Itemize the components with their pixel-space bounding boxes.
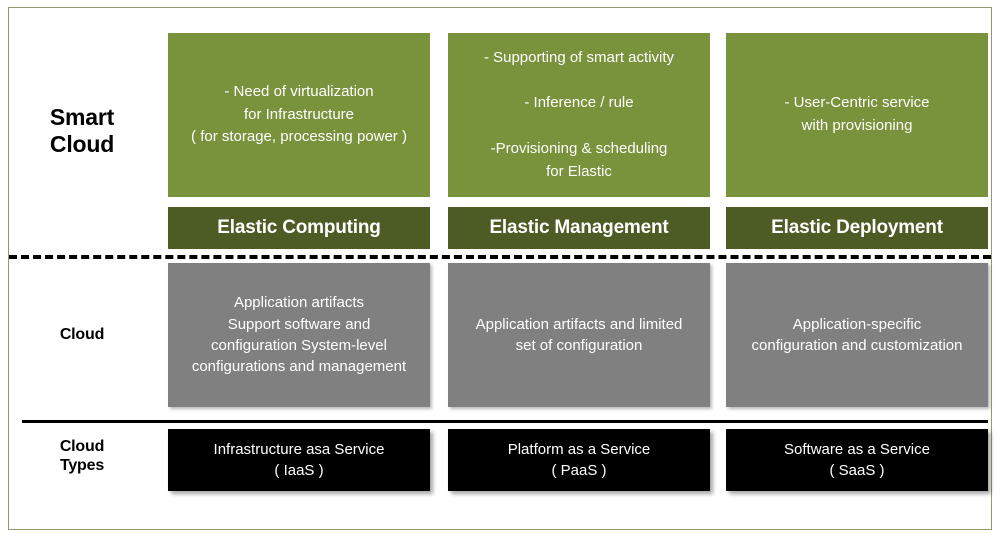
- solid-divider: [22, 420, 988, 423]
- row-label-cloud-types: Cloud Types: [59, 438, 105, 474]
- cloud-type-saas: Software as a Service ( SaaS ): [726, 429, 988, 491]
- cloud-type-iaas: Infrastructure asa Service ( IaaS ): [168, 429, 430, 491]
- row-label-cloud: Cloud: [59, 326, 105, 343]
- elastic-deployment-bar: Elastic Deployment: [726, 207, 988, 249]
- cloud-description-paas: Application artifacts and limited set of…: [448, 263, 710, 407]
- cloud-description-saas: Application-specific configuration and c…: [726, 263, 988, 407]
- dashed-divider: [9, 255, 991, 259]
- elastic-management-bar: Elastic Management: [448, 207, 710, 249]
- row-label-smart-cloud: Smart Cloud: [49, 104, 115, 158]
- cloud-type-paas: Platform as a Service ( PaaS ): [448, 429, 710, 491]
- elastic-computing-bar: Elastic Computing: [168, 207, 430, 249]
- smart-cloud-description-iaas: - Need of virtualization for Infrastruct…: [168, 33, 430, 197]
- cloud-description-iaas: Application artifacts Support software a…: [168, 263, 430, 407]
- smart-cloud-description-saas: - User-Centric service with provisioning: [726, 33, 988, 197]
- smart-cloud-description-paas: - Supporting of smart activity - Inferen…: [448, 33, 710, 197]
